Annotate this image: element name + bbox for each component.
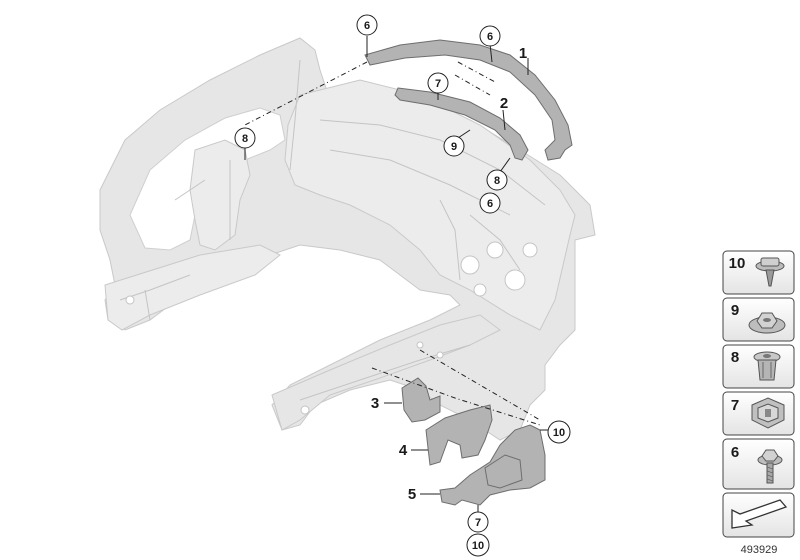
direction-arrow-icon — [731, 499, 788, 529]
label-part-2: 2 — [500, 95, 508, 112]
label-part-5: 5 — [408, 486, 416, 503]
legend-cell-9: 9 — [722, 297, 795, 342]
leader-lines — [244, 36, 548, 513]
diagram-id-number: 493929 — [741, 544, 778, 556]
label-part-1: 1 — [519, 45, 527, 62]
svg-text:7: 7 — [435, 78, 441, 90]
hex-nut-with-washer-icon — [748, 312, 786, 334]
svg-text:9: 9 — [451, 141, 457, 153]
label-part-4: 4 — [399, 442, 408, 459]
callout-circle-8-left: 8 — [234, 127, 256, 149]
callout-circle-6-top: 6 — [356, 14, 378, 36]
strut-tower — [189, 139, 251, 251]
svg-text:9: 9 — [731, 302, 739, 319]
callout-circle-10-bottom: 10 — [466, 533, 490, 557]
legend-cell-6: 6 — [722, 438, 795, 490]
dash-dot-lines — [244, 61, 541, 426]
vehicle-front-structure — [99, 37, 596, 441]
callout-circle-6-middle: 6 — [479, 192, 501, 214]
expanding-rivet-nut-icon — [753, 351, 781, 381]
callout-circle-8-right: 8 — [486, 169, 508, 191]
callout-labels: 1 2 3 4 5 6 6 6 7 7 8 — [234, 14, 571, 557]
svg-text:6: 6 — [487, 31, 493, 43]
svg-text:8: 8 — [731, 349, 739, 366]
svg-text:10: 10 — [729, 255, 746, 272]
label-part-3: 3 — [371, 395, 379, 412]
svg-text:6: 6 — [364, 20, 370, 32]
svg-text:8: 8 — [494, 175, 500, 187]
part-1-cowl-upper — [364, 39, 573, 161]
legend-cell-8: 8 — [722, 344, 795, 389]
clip-nut-icon — [755, 257, 785, 287]
svg-text:6: 6 — [487, 198, 493, 210]
callout-circle-7-top: 7 — [427, 72, 449, 94]
part-2-cowl-lower — [394, 87, 529, 161]
firewall-panel — [284, 79, 576, 331]
callout-circle-7-bottom: 7 — [467, 511, 489, 533]
callout-circle-9: 9 — [443, 135, 465, 157]
svg-text:10: 10 — [472, 540, 484, 552]
part-3-bracket — [401, 377, 441, 423]
part-5-lower-bracket-flange — [484, 454, 523, 489]
legend-cell-7: 7 — [722, 391, 795, 436]
spring-clip-icon — [751, 397, 785, 429]
svg-text:7: 7 — [475, 517, 481, 529]
legend-cell-orientation — [722, 492, 795, 538]
hex-bolt-icon — [757, 449, 783, 484]
svg-text:6: 6 — [731, 444, 739, 461]
svg-text:8: 8 — [242, 133, 248, 145]
callout-circle-6-upper-right: 6 — [479, 25, 501, 47]
legend-cell-10: 10 — [722, 250, 795, 295]
part-4-reinforcement — [425, 404, 493, 466]
body-holes — [125, 241, 538, 415]
front-rail-left — [104, 244, 281, 331]
svg-text:10: 10 — [553, 427, 565, 439]
svg-text:7: 7 — [731, 397, 739, 414]
fastener-legend: 10 9 8 — [722, 250, 795, 538]
callout-circle-10-right: 10 — [547, 420, 571, 444]
